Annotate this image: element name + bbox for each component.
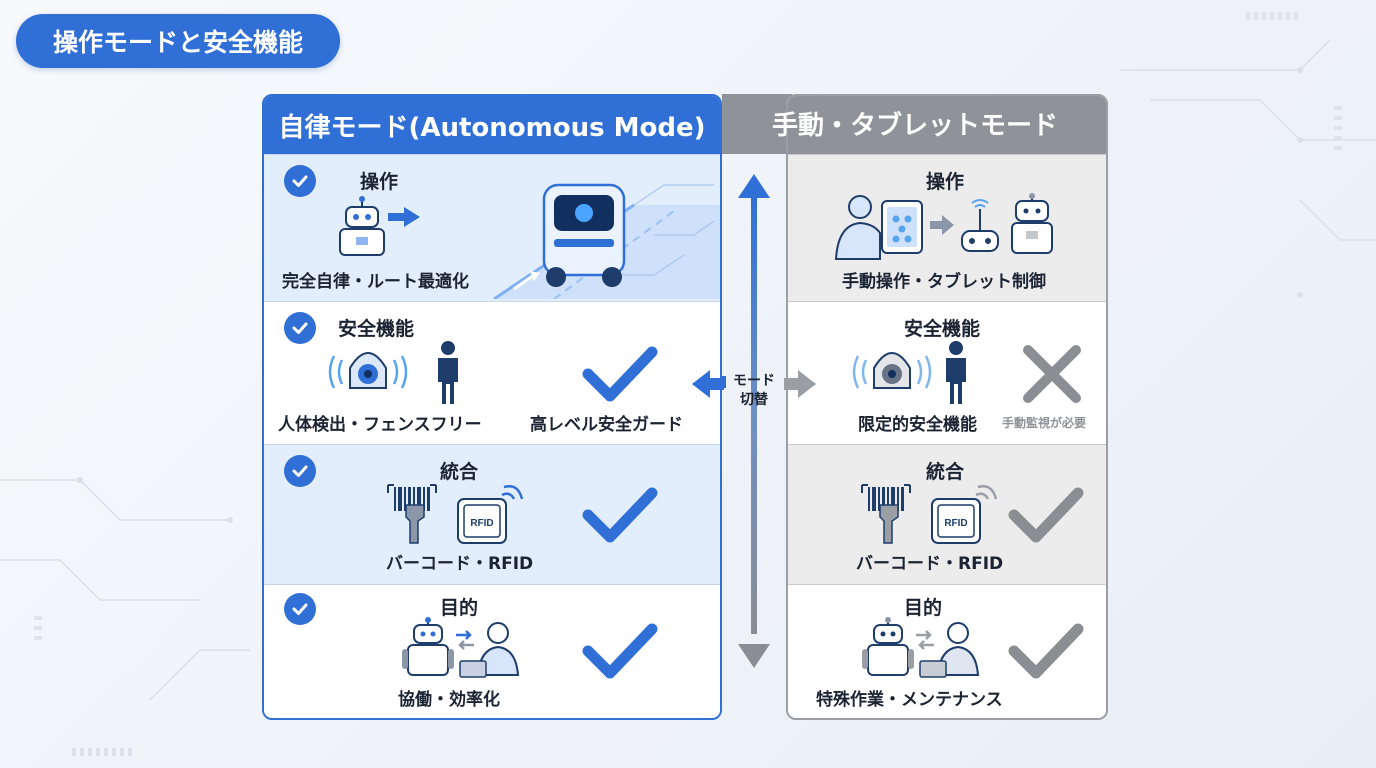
- gray-check-icon: [1008, 623, 1084, 679]
- horizontal-switch-arrows: [692, 370, 816, 398]
- check-circle-icon: [284, 312, 316, 344]
- manual-safety-title: 安全機能: [904, 318, 981, 340]
- auto-row-operation: 操作 完全自律・ルート最適化: [264, 154, 720, 301]
- big-check-icon: [582, 346, 658, 402]
- barcode-rfid-icon: RFID: [861, 484, 998, 544]
- auto-integration-caption: バーコード・RFID: [386, 554, 534, 574]
- auto-purpose-title: 目的: [440, 597, 479, 619]
- auto-row-purpose: 目的 協働・効率化: [264, 584, 720, 718]
- mode-switch-label-line2: 切替: [740, 392, 768, 408]
- manual-row-safety: 安全機能 限定的安全機能 手動監視が必要: [788, 301, 1106, 444]
- auto-operation-title: 操作: [360, 171, 399, 193]
- manual-row-purpose: 目的 特殊作業・メンテナンス: [788, 584, 1106, 718]
- manual-purpose-title: 目的: [904, 597, 943, 619]
- auto-safety-caption: 人体検出・フェンスフリー: [278, 415, 482, 435]
- mode-switch-label-line1: モード: [733, 373, 775, 389]
- manual-monitoring-note: 手動監視が必要: [1002, 416, 1087, 430]
- manual-row-integration: 統合 RFID バーコード・RFID: [788, 444, 1106, 584]
- autonomous-mode-header: 自律モード(Autonomous Mode): [264, 96, 720, 154]
- auto-integration-title: 統合: [440, 461, 479, 483]
- svg-text:RFID: RFID: [470, 518, 493, 529]
- manual-safety-caption: 限定的安全機能: [858, 415, 977, 435]
- mode-switch-label: モード 切替: [724, 372, 784, 410]
- robot-human-icon: [402, 617, 520, 678]
- tablet-controller-icon: [834, 193, 1053, 260]
- check-circle-icon: [284, 455, 316, 487]
- page-title: 操作モードと安全機能: [16, 14, 340, 68]
- svg-text:RFID: RFID: [944, 518, 967, 529]
- autonomous-mode-panel: 自律モード(Autonomous Mode) 操作 完全自律・ルート最適化: [262, 94, 722, 720]
- manual-purpose-caption: 特殊作業・メンテナンス: [816, 690, 1003, 710]
- manual-mode-header-bar: [788, 96, 1106, 154]
- manual-row-operation: 操作 手動操作・タブレット制御: [788, 154, 1106, 301]
- auto-row-safety: 安全機能 人体検出・フェンスフリー 高レベル安全ガード: [264, 301, 720, 444]
- autonomous-vehicle-icon: [493, 183, 720, 299]
- check-circle-icon: [284, 165, 316, 197]
- check-circle-icon: [284, 593, 316, 625]
- big-check-icon: [582, 487, 658, 543]
- manual-integration-title: 統合: [926, 461, 965, 483]
- auto-safety-caption-2: 高レベル安全ガード: [530, 415, 683, 435]
- manual-mode-header: 手動・タブレットモード: [771, 110, 1058, 141]
- gray-check-icon: [1008, 487, 1084, 543]
- manual-operation-title: 操作: [926, 171, 965, 193]
- sensor-person-icon: [852, 341, 966, 404]
- robot-human-icon: [862, 617, 980, 678]
- sensor-person-icon: [328, 341, 458, 404]
- manual-header-extension: [722, 94, 792, 154]
- barcode-rfid-icon: RFID: [387, 484, 524, 544]
- auto-safety-title: 安全機能: [338, 318, 415, 340]
- cross-icon: [1023, 345, 1081, 403]
- manual-integration-caption: バーコード・RFID: [856, 554, 1004, 574]
- auto-operation-caption: 完全自律・ルート最適化: [282, 272, 469, 292]
- manual-mode-panel: 操作 手動操作・タブレット制御 安全機能: [786, 94, 1108, 720]
- auto-row-integration: 統合 RFID バーコード・RFID: [264, 444, 720, 584]
- manual-operation-caption: 手動操作・タブレット制御: [842, 272, 1046, 292]
- big-check-icon: [582, 623, 658, 679]
- auto-purpose-caption: 協働・効率化: [398, 690, 500, 710]
- mode-switch-arrows: [722, 174, 770, 668]
- robot-arrow-icon: [339, 196, 420, 256]
